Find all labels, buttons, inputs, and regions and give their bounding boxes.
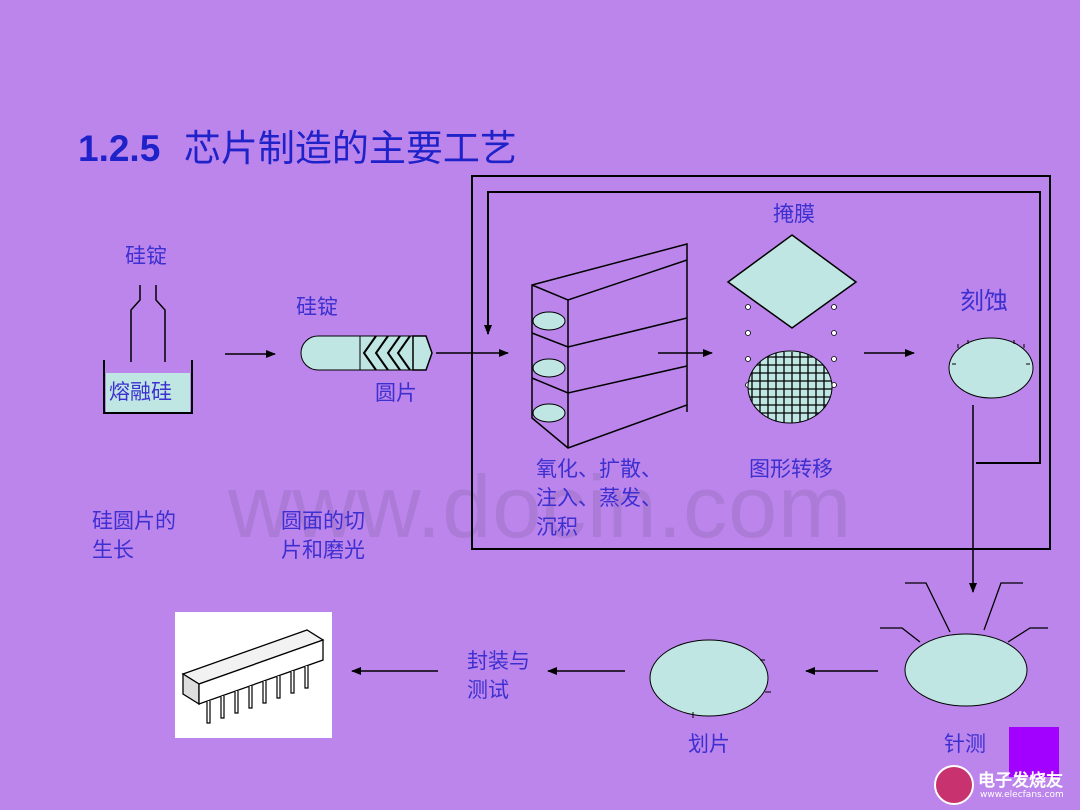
patterned-wafer-icon: [747, 350, 833, 424]
crucible-icon: [103, 285, 193, 414]
brand-url: www.elecfans.com: [980, 790, 1064, 800]
wafer-slot-3: [532, 403, 566, 423]
brand-circle-icon: [934, 765, 974, 805]
mask-icon: [726, 234, 858, 329]
label-packaging-2: 测试: [467, 678, 509, 702]
label-mask: 掩膜: [773, 202, 815, 226]
diced-wafer-icon: [649, 639, 769, 717]
label-molten-si: 熔融硅: [109, 380, 172, 404]
label-ingot-top: 硅锭: [125, 244, 167, 268]
label-oxidation-1: 氧化、扩散、: [536, 457, 662, 481]
dicing-ticks: [692, 659, 771, 718]
watermark-text: www.docin.com: [228, 457, 853, 556]
label-dicing: 划片: [688, 732, 730, 756]
label-etch: 刻蚀: [960, 287, 1008, 315]
ingot-icon: [300, 335, 433, 371]
label-slicing-1: 圆面的切: [281, 509, 365, 533]
packaged-chip-icon: [181, 629, 325, 724]
label-ingot: 硅锭: [296, 295, 338, 319]
etch-ticks: [952, 340, 1030, 365]
label-wafer: 圆片: [375, 381, 417, 405]
probe-icon: [880, 582, 1048, 643]
label-packaging-1: 封装与: [467, 649, 530, 673]
wafer-stack-icon: [531, 243, 688, 449]
wafer-slot-2: [532, 358, 566, 378]
label-slicing-2: 片和磨光: [281, 538, 365, 562]
page-title: 1.2.5 芯片制造的主要工艺: [78, 118, 517, 172]
etched-wafer-icon: [948, 337, 1034, 399]
section-title: 芯片制造的主要工艺: [183, 127, 517, 170]
corner-square: [1009, 727, 1059, 777]
label-pattern-transfer: 图形转移: [749, 457, 833, 481]
label-oxidation-2: 注入、蒸发、: [536, 486, 662, 510]
label-oxidation-3: 沉积: [536, 515, 578, 539]
feedback-loop-arrow: [484, 191, 1041, 464]
section-number: 1.2.5: [78, 128, 161, 169]
label-growth-1: 硅圆片的: [92, 509, 176, 533]
packaged-chip-image: [175, 612, 332, 738]
process-frame: [471, 175, 1051, 550]
brand-logo: 电子发烧友 www.elecfans.com: [934, 762, 1080, 810]
label-probe: 针测: [944, 732, 986, 756]
label-growth-2: 生长: [92, 538, 134, 562]
wafer-slot-1: [532, 311, 566, 331]
probe-wafer-icon: [904, 633, 1028, 707]
brand-name: 电子发烧友: [978, 771, 1063, 791]
